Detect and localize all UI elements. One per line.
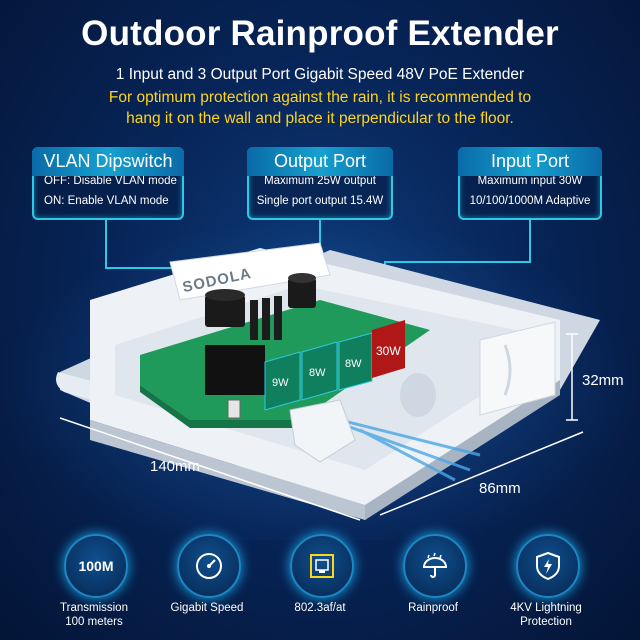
dimension-width: 86mm — [479, 480, 521, 497]
callout-vlan-dipswitch: VLAN Dipswitch OFF: Disable VLAN mode ON… — [32, 147, 184, 220]
feature-rainproof — [403, 534, 467, 598]
port-label-3: 8W — [345, 358, 362, 370]
dimension-height: 32mm — [582, 372, 624, 389]
feature-label: Rainproof — [408, 602, 458, 614]
heatsink — [250, 296, 282, 340]
callout-output-port: Output Port Maximum 25W output Single po… — [247, 147, 393, 220]
feature-gigabit — [177, 534, 241, 598]
lightning-shield-icon — [536, 551, 560, 581]
callout-line: Maximum 25W output — [264, 175, 376, 187]
callout-line: OFF: Disable VLAN mode — [44, 175, 177, 187]
mounting-note-line-2: hang it on the wall and place it perpend… — [126, 110, 514, 127]
input-port-label: 30W — [376, 344, 401, 358]
callout-title: Input Port — [458, 147, 602, 176]
feature-label: 802.3af/at — [294, 602, 346, 614]
callout-line: Single port output 15.4W — [256, 195, 384, 207]
vlan-dipswitch — [227, 399, 241, 419]
feature-label: Transmission 100 meters — [39, 601, 149, 629]
input-port — [372, 320, 405, 378]
ethernet-port-icon — [310, 554, 334, 578]
feature-transmission: 100M — [64, 534, 128, 598]
feature-poe — [290, 534, 354, 598]
page-subtitle: 1 Input and 3 Output Port Gigabit Speed … — [115, 66, 525, 83]
feature-label-line: Protection — [520, 616, 572, 628]
feature-label: Gigabit Speed — [170, 602, 244, 614]
port-label-1: 9W — [272, 377, 289, 389]
callout-line: 10/100/1000M Adaptive — [469, 195, 591, 207]
page-title: Outdoor Rainproof Extender — [81, 14, 559, 53]
callout-input-port: Input Port Maximum input 30W 10/100/1000… — [458, 147, 602, 220]
feature-lightning — [516, 534, 580, 598]
transformer — [205, 345, 265, 395]
umbrella-rain-icon — [422, 552, 448, 578]
capacitor-1 — [205, 295, 245, 327]
100m-badge-icon: 100M — [78, 558, 114, 574]
callout-line: ON: Enable VLAN mode — [44, 195, 169, 207]
speedometer-icon — [196, 553, 222, 579]
dimension-length: 140mm — [150, 458, 201, 475]
port-label-2: 8W — [309, 367, 326, 379]
callout-line: Maximum input 30W — [477, 175, 583, 187]
feature-label: 4KV Lightning Protection — [491, 601, 601, 629]
callout-title: VLAN Dipswitch — [32, 147, 184, 176]
output-ports — [264, 332, 373, 411]
feature-label-line: Transmission — [60, 602, 128, 614]
feature-label-line: 100 meters — [65, 616, 123, 628]
capacitor-2 — [288, 278, 316, 308]
mounting-note-line-1: For optimum protection against the rain,… — [108, 89, 532, 106]
callout-title: Output Port — [247, 147, 393, 176]
feature-label-line: 4KV Lightning — [510, 602, 582, 614]
